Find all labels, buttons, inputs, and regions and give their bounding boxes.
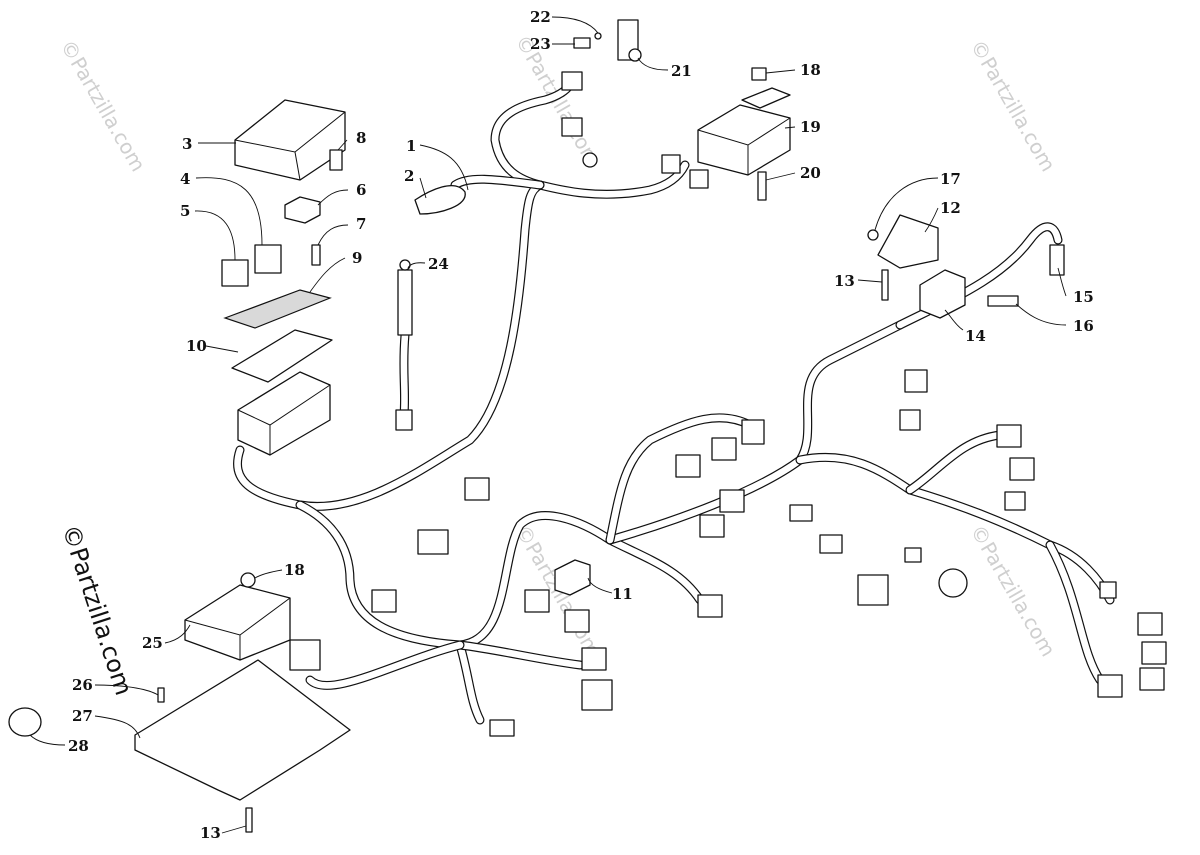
- bracket-21: [573, 19, 642, 62]
- callout-12: 12: [940, 199, 961, 217]
- connectors-right: [289, 369, 1167, 737]
- sensor-connector-2: [414, 185, 466, 215]
- callout-20: 20: [800, 164, 821, 182]
- callout-13-lower: 13: [200, 824, 221, 842]
- ignition-coil-14: [919, 244, 1065, 319]
- fuse-block-base: [237, 371, 331, 456]
- nut-18-top: [751, 67, 767, 81]
- oxygen-sensor-24: [395, 259, 413, 431]
- watermark: ©Partzilla.com: [966, 36, 1061, 176]
- callout-7: 7: [356, 215, 366, 233]
- watermark-main: ©Partzilla.com: [56, 521, 138, 699]
- connector-11: [554, 559, 591, 596]
- callout-27: 27: [72, 707, 93, 725]
- callout-16: 16: [1073, 317, 1094, 335]
- harness-wires: [233, 80, 1115, 725]
- relay-5: [221, 259, 249, 287]
- clamp-28: [8, 707, 42, 737]
- callout-28: 28: [68, 737, 89, 755]
- callout-8: 8: [356, 129, 366, 147]
- bolt-20: [757, 171, 767, 201]
- callout-6: 6: [356, 181, 366, 199]
- regulator-19: [661, 104, 791, 189]
- callout-3: 3: [182, 135, 192, 153]
- coil-bracket-12: [867, 214, 939, 301]
- callout-13-upper: 13: [834, 272, 855, 290]
- callout-21: 21: [671, 62, 692, 80]
- callout-1: 1: [406, 137, 416, 155]
- seal-10: [231, 329, 333, 383]
- relay-6: [284, 196, 321, 224]
- relay-4: [254, 244, 282, 274]
- fuse-box-cover: [234, 99, 346, 181]
- callout-10: 10: [186, 337, 207, 355]
- callout-5: 5: [180, 202, 190, 220]
- callout-18-top: 18: [800, 61, 821, 79]
- leader-lines: [29, 16, 1067, 834]
- callout-23: 23: [530, 35, 551, 53]
- callout-26: 26: [72, 676, 93, 694]
- watermark: ©Partzilla.com: [511, 31, 606, 171]
- connector-upper: [561, 71, 598, 168]
- callout-2: 2: [404, 167, 414, 185]
- callout-11: 11: [612, 585, 633, 603]
- gasket-9: [223, 289, 332, 329]
- nut-18-ecu: [240, 572, 256, 588]
- watermarks: ©Partzilla.com ©Partzilla.com ©Partzilla…: [56, 31, 1061, 699]
- fuse-7: [311, 244, 321, 266]
- callout-14: 14: [965, 327, 986, 345]
- fuse-8: [329, 149, 343, 171]
- callout-24: 24: [428, 255, 449, 273]
- callout-9: 9: [352, 249, 362, 267]
- callout-15: 15: [1073, 288, 1094, 306]
- washer-top: [741, 87, 791, 109]
- watermark: ©Partzilla.com: [56, 36, 151, 176]
- callouts: 1 2 3 4 5 6 7 8 9 10 11 12 13 13 14 15 1…: [68, 8, 1094, 842]
- callout-17: 17: [940, 170, 961, 188]
- callout-18-ecu: 18: [284, 561, 305, 579]
- ecu-25: [184, 584, 291, 661]
- callout-22: 22: [530, 8, 551, 26]
- callout-4: 4: [180, 170, 190, 188]
- callout-25: 25: [142, 634, 163, 652]
- callout-19: 19: [800, 118, 821, 136]
